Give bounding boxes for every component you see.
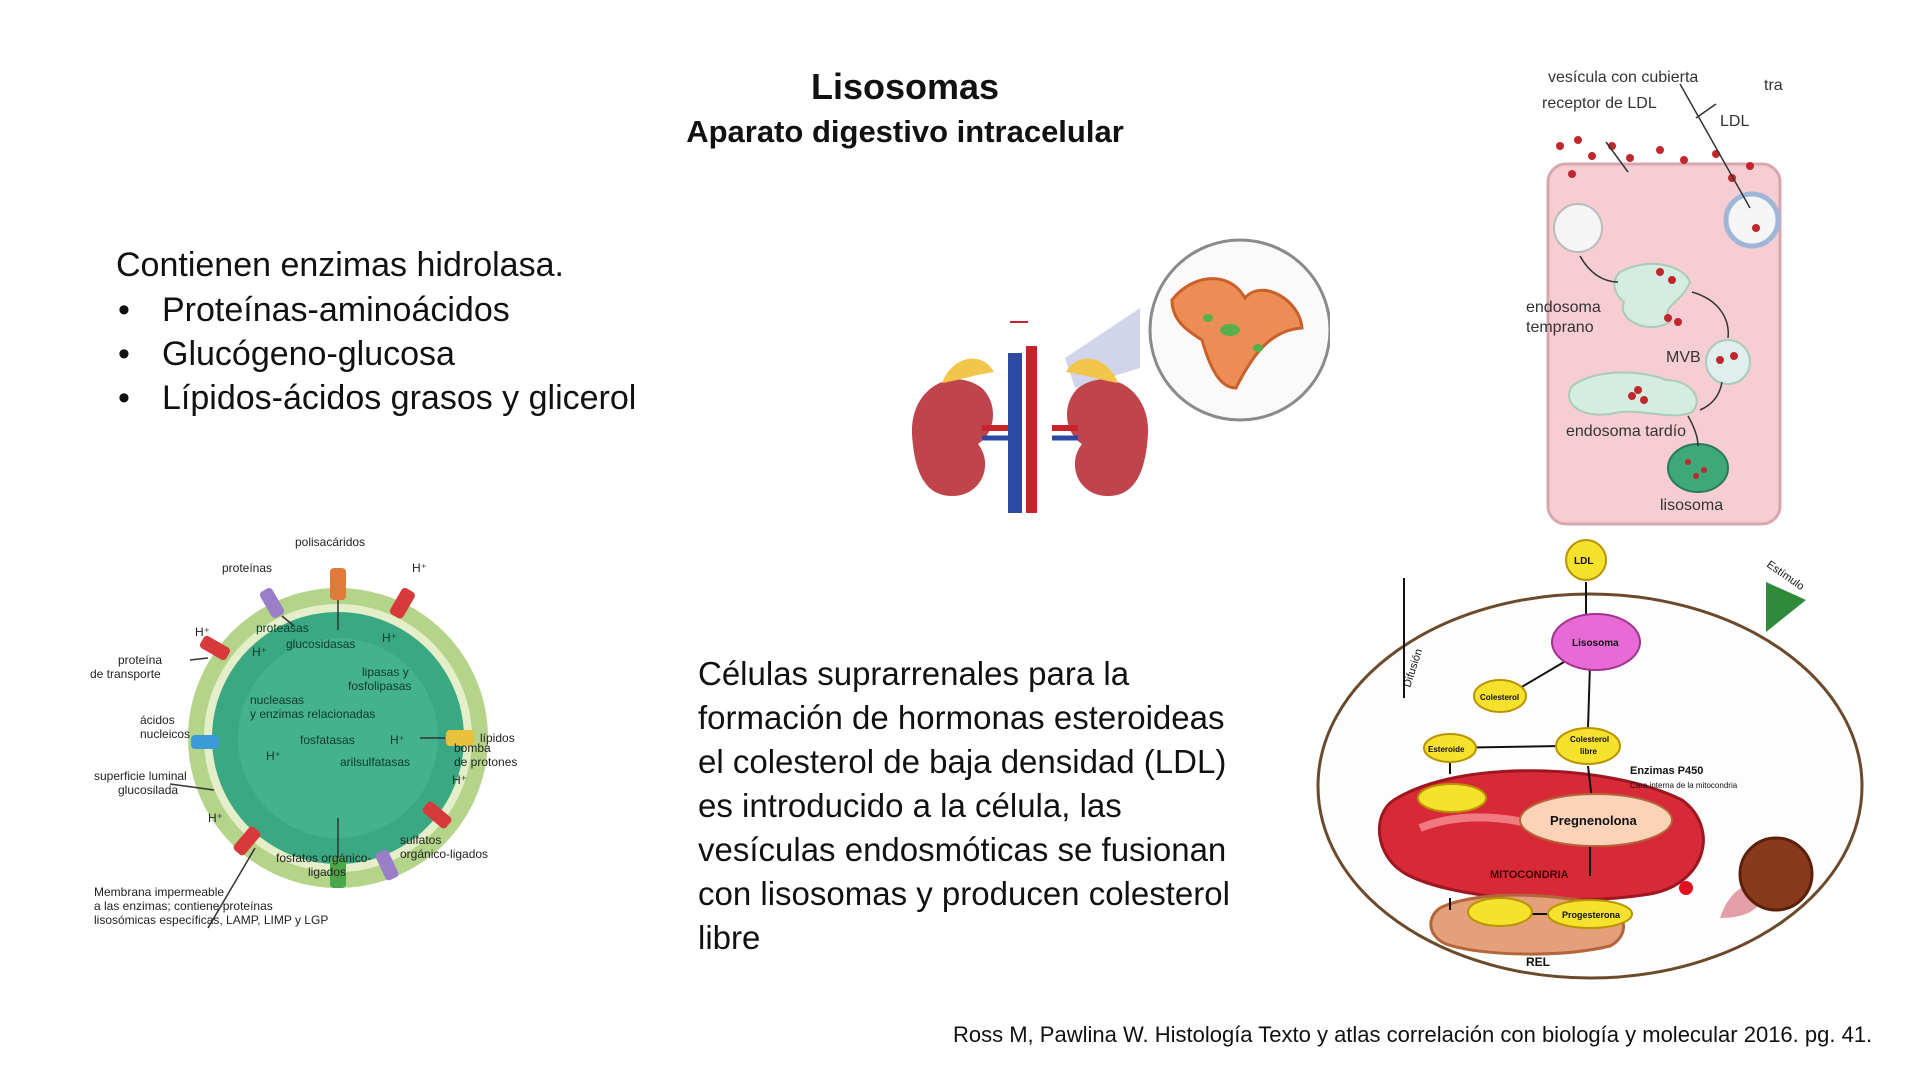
label-enzimas-relacionadas: y enzimas relacionadas xyxy=(250,707,375,721)
label-h-plus: H⁺ xyxy=(390,733,405,747)
label-colesterol-libre: Colesterol xyxy=(1570,735,1609,744)
label-receptor-ldl: receptor de LDL xyxy=(1542,95,1657,112)
label-endosoma-temprano: temprano xyxy=(1526,319,1594,336)
adrenal-kidney-illustration xyxy=(911,238,1330,513)
label-progesterona: Progesterona xyxy=(1562,910,1621,920)
label-superficie-luminal: glucosilada xyxy=(118,783,178,797)
label-proteina-transporte: de transporte xyxy=(90,667,161,681)
label-enzimas-p450: Enzimas P450 xyxy=(1630,765,1703,777)
label-fosfolipasas: fosfolipasas xyxy=(348,679,411,693)
label-nucleicos: nucleicos xyxy=(140,727,190,741)
steroidogenesis-diagram: LDL Estímulo Difusión Lisosoma Colestero… xyxy=(1316,539,1864,980)
intro-text: Contienen enzimas hidrolasa. xyxy=(116,246,564,284)
label-colesterol: Colesterol xyxy=(1480,693,1519,702)
slide-title: Lisosomas xyxy=(810,66,1000,107)
label-lisosoma: lisosoma xyxy=(1660,497,1723,514)
bullet-list: Proteínas-aminoácidos Glucógeno-glucosa … xyxy=(116,288,636,420)
bullet-item: Lípidos-ácidos grasos y glicerol xyxy=(116,376,636,420)
label-ldl: LDL xyxy=(1720,113,1749,130)
label-vesicula-cubierta: vesícula con cubierta xyxy=(1548,69,1698,86)
label-polisacaridos: polisacáridos xyxy=(295,535,365,549)
lysosome-diagram: polisacáridos proteínas H⁺ H⁺ proteasas … xyxy=(90,535,517,929)
bullet-item: Glucógeno-glucosa xyxy=(116,332,636,376)
label-h-plus: H⁺ xyxy=(452,773,467,787)
label-lipasas: lipasas y xyxy=(362,665,409,679)
label-membrana: lisosómicas específicas, LAMP, LIMP y LG… xyxy=(94,913,328,927)
label-h-plus: H⁺ xyxy=(412,561,427,575)
label-sulfatos: orgánico-ligados xyxy=(400,847,488,861)
label-proteina-transporte: proteína xyxy=(118,653,162,667)
label-fosfatasas: fosfatasas xyxy=(300,733,355,747)
label-proteasas: proteasas xyxy=(256,621,309,635)
label-h-plus: H⁺ xyxy=(266,749,281,763)
label-proteinas: proteínas xyxy=(222,561,272,575)
slide-subtitle: Aparato digestivo intracelular xyxy=(686,114,1124,149)
label-membrana: a las enzimas; contiene proteínas xyxy=(94,899,273,913)
label-endosoma-tardio: endosoma tardío xyxy=(1566,423,1686,440)
label-colesterol-libre: libre xyxy=(1580,747,1597,756)
label-h-plus: H⁺ xyxy=(208,811,223,825)
label-mvb: MVB xyxy=(1666,349,1701,366)
label-mitocondria: MITOCONDRIA xyxy=(1490,869,1569,881)
label-fosfatos: ligados xyxy=(308,865,346,879)
label-ldl: LDL xyxy=(1574,556,1593,567)
label-protones: de protones xyxy=(454,755,517,769)
label-glucosidasas: glucosidasas xyxy=(286,637,355,651)
label-h-plus: H⁺ xyxy=(195,625,210,639)
label-h-plus: H⁺ xyxy=(382,631,397,645)
label-fosfatos: fosfatos orgánico- xyxy=(276,851,371,865)
ldl-endocytosis-diagram: vesícula con cubierta receptor de LDL tr… xyxy=(1526,69,1783,526)
label-tra: tra xyxy=(1764,77,1783,94)
citation: Ross M, Pawlina W. Histología Texto y at… xyxy=(953,1022,1873,1047)
bullet-item: Proteínas-aminoácidos xyxy=(116,288,636,332)
label-pregnenolona: Pregnenolona xyxy=(1550,813,1637,828)
label-endosoma-temprano: endosoma xyxy=(1526,299,1601,316)
label-bomba: bomba xyxy=(454,741,491,755)
adrenal-paragraph: Células suprarrenales para la formación … xyxy=(698,655,1230,956)
label-superficie-luminal: superficie luminal xyxy=(94,769,187,783)
label-arilsulfatasas: arilsulfatasas xyxy=(340,755,410,769)
label-sulfatos: sulfatos xyxy=(400,833,441,847)
label-esteroide: Esteroide xyxy=(1428,745,1465,754)
label-membrana: Membrana impermeable xyxy=(94,885,224,899)
label-lipidos: lípidos xyxy=(480,731,515,745)
label-h-plus: H⁺ xyxy=(252,645,267,659)
label-rel: REL xyxy=(1526,955,1550,969)
label-acidos: ácidos xyxy=(140,713,175,727)
label-cara-interna: Cara interna de la mitocondria xyxy=(1630,781,1738,790)
label-lisosoma: Lisosoma xyxy=(1572,638,1619,649)
label-nucleasas: nucleasas xyxy=(250,693,304,707)
